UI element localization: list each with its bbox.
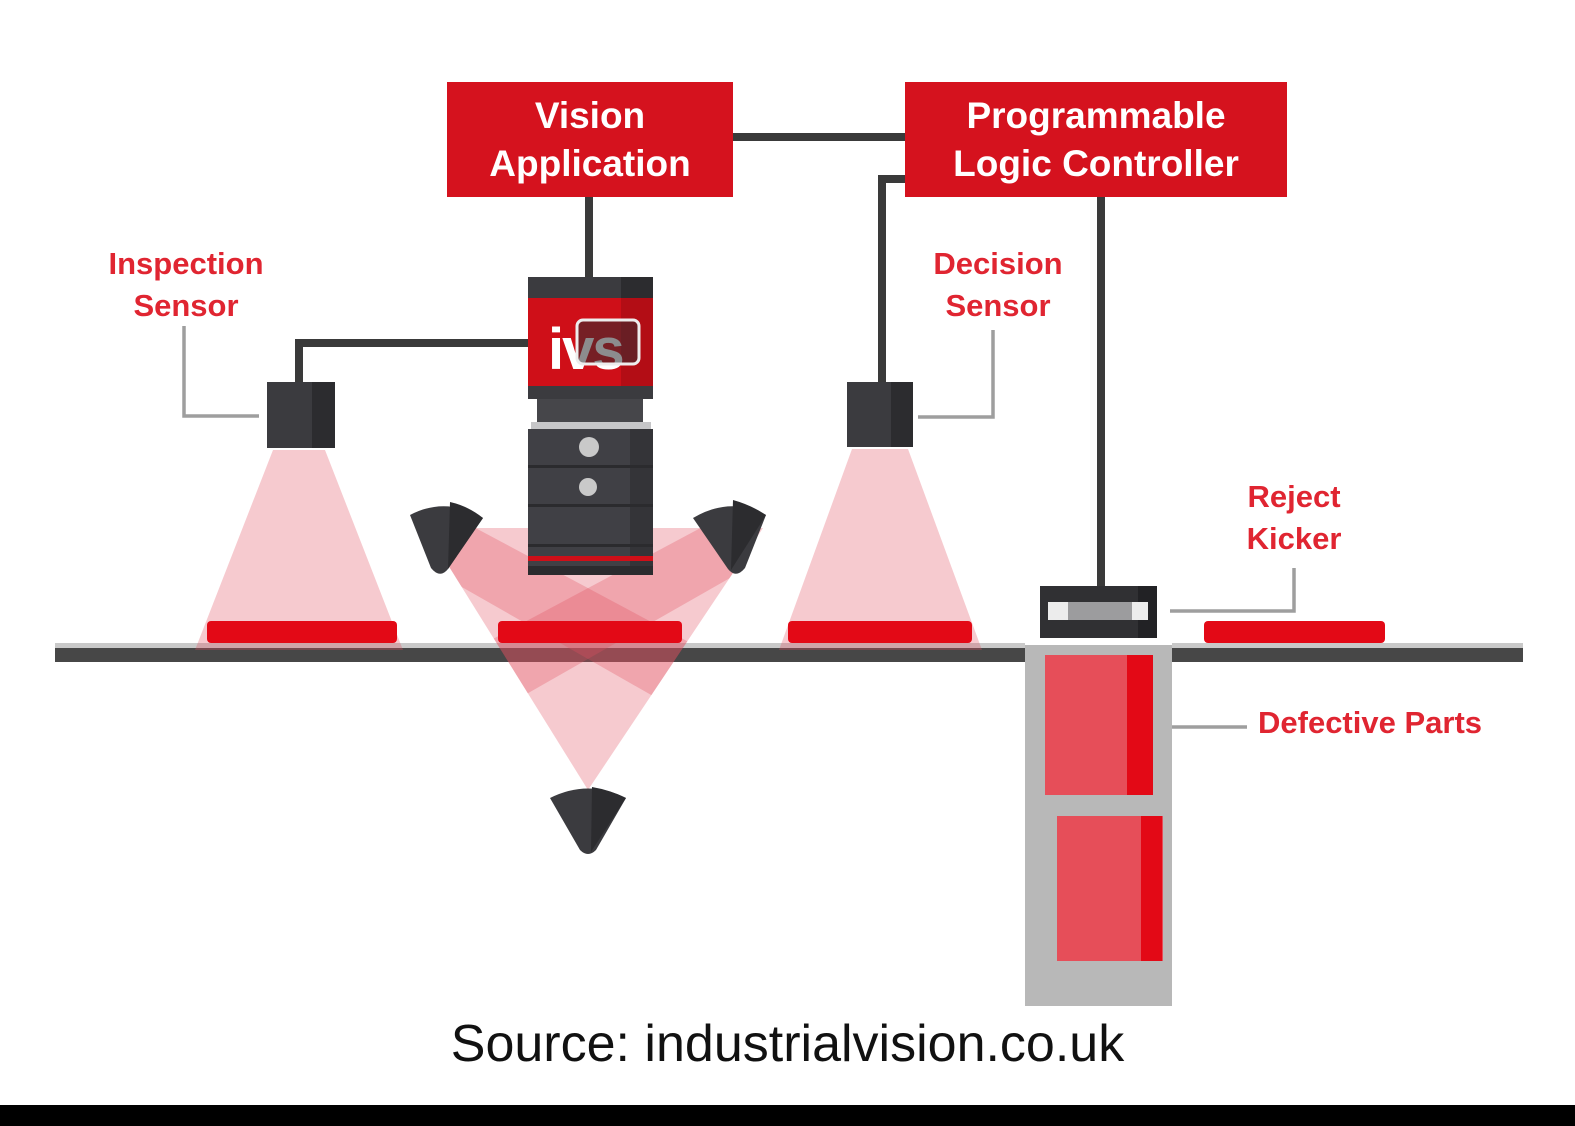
wire-inspection-camera: [295, 339, 528, 386]
parts-on-belt: [207, 621, 1385, 643]
lens-red-stripe: [528, 556, 653, 561]
decision-sensor-label: Decision Sensor: [933, 246, 1063, 323]
smart-camera-device: ivs: [528, 277, 653, 575]
part: [207, 621, 397, 643]
signal-wires: [295, 133, 1105, 592]
kicker-piston-center: [1068, 602, 1132, 620]
reject-bin: [1025, 645, 1172, 1006]
defective-part: [1057, 816, 1163, 961]
sensor-beams: [195, 449, 982, 790]
lens-seam: [528, 544, 653, 547]
lens-indicator: [579, 478, 597, 496]
inspection-sensor-device: [267, 382, 335, 448]
lens-seam: [528, 465, 653, 468]
camera-lens-shade: [630, 429, 653, 575]
leader-reject-kicker: [1170, 568, 1296, 613]
plc-line1: Programmable: [966, 94, 1226, 136]
plc-box: Programmable Logic Controller: [905, 82, 1287, 197]
camera-light-cones: [410, 500, 766, 854]
leader-inspection-sensor: [182, 326, 259, 418]
camera-beam-cone: [425, 528, 763, 790]
camera-neck: [537, 399, 643, 423]
sensor-shade: [312, 382, 335, 448]
belt-left: [55, 648, 1025, 662]
camera-logo-badge: [575, 318, 641, 366]
part: [788, 621, 972, 643]
part: [1204, 621, 1385, 643]
belt-surface-left: [55, 643, 1025, 648]
inspection-sensor-label: Inspection Sensor: [108, 246, 264, 323]
leader-decision-sensor: [918, 330, 995, 419]
part: [498, 621, 682, 643]
wire-plc-decision: [878, 175, 905, 386]
camera-ring: [531, 422, 651, 429]
lens-indicator: [579, 437, 599, 457]
bottom-lens-cone-shade: [591, 787, 626, 852]
side-light-beam-right: [476, 528, 744, 700]
camera-cap-shade: [621, 277, 653, 298]
camera-head-base: [528, 386, 653, 399]
inspection-beam: [195, 450, 403, 650]
side-light-right-shade: [731, 500, 766, 570]
sensor-shade: [891, 382, 913, 447]
reject-kicker-label: Reject Kicker: [1246, 479, 1342, 556]
part-edge: [1141, 816, 1162, 961]
bottom-black-bar: [0, 1105, 1575, 1126]
lens-bottom-edge: [528, 566, 653, 575]
belt-right: [1172, 648, 1523, 662]
decision-beam: [779, 449, 982, 650]
belt-surface-right: [1172, 643, 1523, 648]
part-edge: [1127, 655, 1153, 795]
defective-part: [1045, 655, 1153, 795]
vision-application-line1: Vision: [534, 94, 646, 136]
decision-sensor-device: [847, 382, 913, 447]
leader-lines: [182, 326, 1296, 729]
reject-kicker-device: [1040, 586, 1157, 638]
conveyor-belt: [55, 643, 1523, 662]
defective-parts-label: Defective Parts: [1258, 705, 1483, 740]
vision-application-box: Vision Application: [447, 82, 733, 197]
lens-seam: [528, 504, 653, 507]
plc-line2: Logic Controller: [953, 142, 1239, 184]
side-light-beam-left: [432, 528, 700, 700]
side-light-left-shade: [448, 502, 483, 569]
source-caption: Source: industrialvision.co.uk: [450, 1015, 1125, 1073]
vision-application-line2: Application: [489, 142, 691, 184]
